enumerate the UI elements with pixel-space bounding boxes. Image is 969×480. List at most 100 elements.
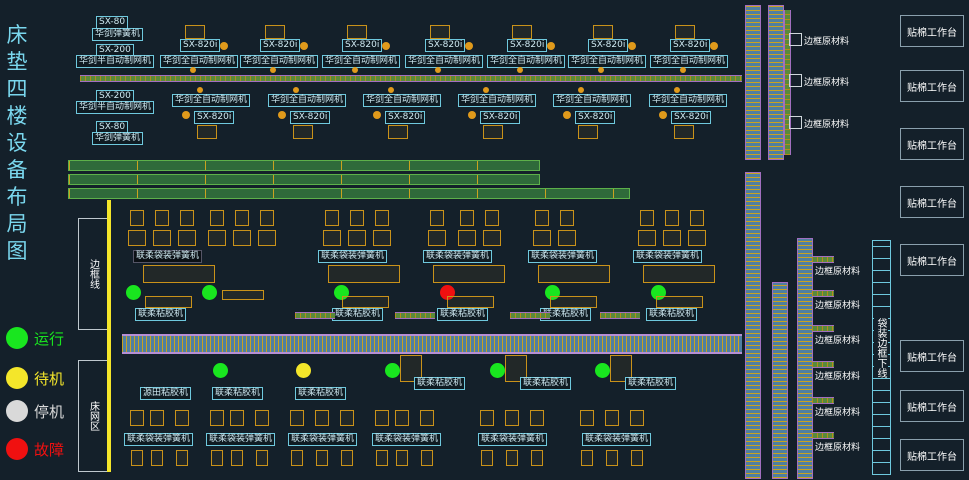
machine-model-label[interactable]: SX-820i [671, 111, 712, 124]
pocket-spring-machine-label[interactable]: 联柔袋装弹簧机 [478, 433, 548, 446]
connector-icon [680, 67, 686, 73]
pocket-spring-body-icon [483, 230, 501, 246]
workbench-button[interactable]: 贴棉工作台 [900, 439, 964, 471]
glue-machine-label[interactable]: 联柔粘胶机 [540, 308, 592, 321]
machine-model-label[interactable]: SX-820i [194, 111, 235, 124]
glue-machine-label[interactable]: 联柔粘胶机 [646, 308, 698, 321]
material-checkbox[interactable] [789, 33, 802, 46]
machine-model-label[interactable]: SX-820i [507, 39, 548, 52]
workbench-button[interactable]: 贴棉工作台 [900, 186, 964, 218]
main-conveyor [122, 334, 742, 354]
small-conveyor [295, 312, 335, 319]
machine-model-label[interactable]: SX-820i [342, 39, 383, 52]
machine-model-label[interactable]: SX-820i [670, 39, 711, 52]
machine-model-label[interactable]: SX-820i [588, 39, 629, 52]
machine-name-label[interactable]: 华剑半自动制网机 [76, 55, 155, 68]
status-indicator[interactable] [490, 363, 505, 378]
workbench-button[interactable]: 贴棉工作台 [900, 128, 964, 160]
machine-name-label[interactable]: 华剑半自动制网机 [76, 101, 155, 114]
workbench-button[interactable]: 贴棉工作台 [900, 15, 964, 47]
material-feed-conveyor [812, 397, 834, 404]
pocket-spring-machine-label[interactable]: 联柔袋装弹簧机 [288, 433, 358, 446]
pocket-spring-head-icon [350, 210, 364, 226]
machine-name-label[interactable]: 华剑全自动制网机 [458, 94, 537, 107]
workbench-button[interactable]: 贴棉工作台 [900, 70, 964, 102]
status-indicator[interactable] [595, 363, 610, 378]
machine-name-label[interactable]: 华剑全自动制网机 [268, 94, 347, 107]
glue-machine-label[interactable]: 联柔粘胶机 [212, 387, 264, 400]
pocket-spring-body-icon [233, 230, 251, 246]
glue-machine-label[interactable]: 联柔粘胶机 [437, 308, 489, 321]
machine-name-label[interactable]: 华剑全自动制网机 [322, 55, 401, 68]
status-indicator[interactable] [296, 363, 311, 378]
machine-model-label[interactable]: SX-820i [575, 111, 616, 124]
machine-name-label[interactable]: 华剑全自动制网机 [363, 94, 442, 107]
machine-model-label[interactable]: SX-820i [425, 39, 466, 52]
pocket-spring-machine-label[interactable]: 联柔袋装弹簧机 [133, 250, 203, 263]
pocket-spring-head-icon [211, 450, 223, 466]
pocket-spring-machine-label[interactable]: 联柔袋装弹簧机 [372, 433, 442, 446]
status-indicator[interactable] [385, 363, 400, 378]
pocket-spring-machine-label[interactable]: 联柔袋装弹簧机 [318, 250, 388, 263]
machine-model-label[interactable]: SX-820i [260, 39, 301, 52]
pocket-spring-body-icon [208, 230, 226, 246]
machine-name-label[interactable]: 华剑全自动制网机 [405, 55, 484, 68]
machine-name-label[interactable]: 华剑全自动制网机 [240, 55, 319, 68]
machine-model-label[interactable]: SX-820i [480, 111, 521, 124]
edge-line-zone[interactable]: 边框线 [78, 218, 108, 330]
pocket-spring-head-icon [481, 450, 493, 466]
pocket-spring-body-icon [153, 230, 171, 246]
glue-machine-label[interactable]: 联柔粘胶机 [520, 377, 572, 390]
workbench-button[interactable]: 贴棉工作台 [900, 244, 964, 276]
pocket-spring-machine-label[interactable]: 联柔袋装弹簧机 [206, 433, 276, 446]
glue-machine-label[interactable]: 联柔粘胶机 [332, 308, 384, 321]
pocket-spring-body-icon [255, 410, 269, 426]
edge-material-label: 边框原材料 [815, 267, 861, 277]
machine-name-label[interactable]: 华剑全自动制网机 [553, 94, 632, 107]
pocket-spring-head-icon [291, 450, 303, 466]
glue-machine-label[interactable]: 联柔粘胶机 [414, 377, 466, 390]
machine-name-label[interactable]: 华剑弹簧机 [92, 28, 144, 41]
workbench-button[interactable]: 贴棉工作台 [900, 390, 964, 422]
status-indicator[interactable] [213, 363, 228, 378]
storage-rail [68, 174, 540, 185]
pocket-spring-head-icon [375, 210, 389, 226]
glue-machine-label[interactable]: 联柔粘胶机 [135, 308, 187, 321]
machine-name-label[interactable]: 华剑全自动制网机 [650, 55, 729, 68]
machine-model-label[interactable]: SX-200 [96, 44, 134, 57]
machine-name-label[interactable]: 华剑全自动制网机 [160, 55, 239, 68]
glue-machine-label[interactable]: 联柔粘胶机 [625, 377, 677, 390]
machine-icon [293, 125, 313, 139]
glue-machine-label[interactable]: 联柔粘胶机 [295, 387, 347, 400]
pocket-spring-head-icon [155, 210, 169, 226]
glue-machine-label[interactable]: 源田粘胶机 [140, 387, 192, 400]
connector-icon [517, 67, 523, 73]
machine-name-label[interactable]: 华剑全自动制网机 [487, 55, 566, 68]
machine-name-label[interactable]: 华剑全自动制网机 [568, 55, 647, 68]
status-indicator[interactable] [202, 285, 217, 300]
machine-model-label[interactable]: SX-820i [180, 39, 221, 52]
status-indicator[interactable] [126, 285, 141, 300]
machine-icon [400, 355, 422, 382]
pocket-spring-head-icon [316, 450, 328, 466]
material-checkbox[interactable] [789, 74, 802, 87]
pocket-spring-machine-label[interactable]: 联柔袋装弹簧机 [582, 433, 652, 446]
pocket-spring-machine-label[interactable]: 联柔袋装弹簧机 [124, 433, 194, 446]
pocket-spring-head-icon [131, 450, 143, 466]
workbench-button[interactable]: 贴棉工作台 [900, 340, 964, 372]
pocket-spring-machine-label[interactable]: 联柔袋装弹簧机 [423, 250, 493, 263]
pocket-spring-head-icon [256, 450, 268, 466]
machine-name-label[interactable]: 华剑弹簧机 [92, 132, 144, 145]
bed-net-zone[interactable]: 床网区 [78, 360, 108, 472]
machine-model-label[interactable]: SX-820i [290, 111, 331, 124]
machine-name-label[interactable]: 华剑全自动制网机 [172, 94, 251, 107]
material-checkbox[interactable] [789, 116, 802, 129]
pocket-spring-body-icon [150, 410, 164, 426]
machine-icon [328, 265, 400, 283]
pocket-spring-machine-label[interactable]: 联柔袋装弹簧机 [528, 250, 598, 263]
pocket-spring-machine-label[interactable]: 联柔袋装弹簧机 [633, 250, 703, 263]
machine-icon [197, 125, 217, 139]
machine-model-label[interactable]: SX-820i [385, 111, 426, 124]
pocket-spring-head-icon [606, 450, 618, 466]
machine-name-label[interactable]: 华剑全自动制网机 [649, 94, 728, 107]
